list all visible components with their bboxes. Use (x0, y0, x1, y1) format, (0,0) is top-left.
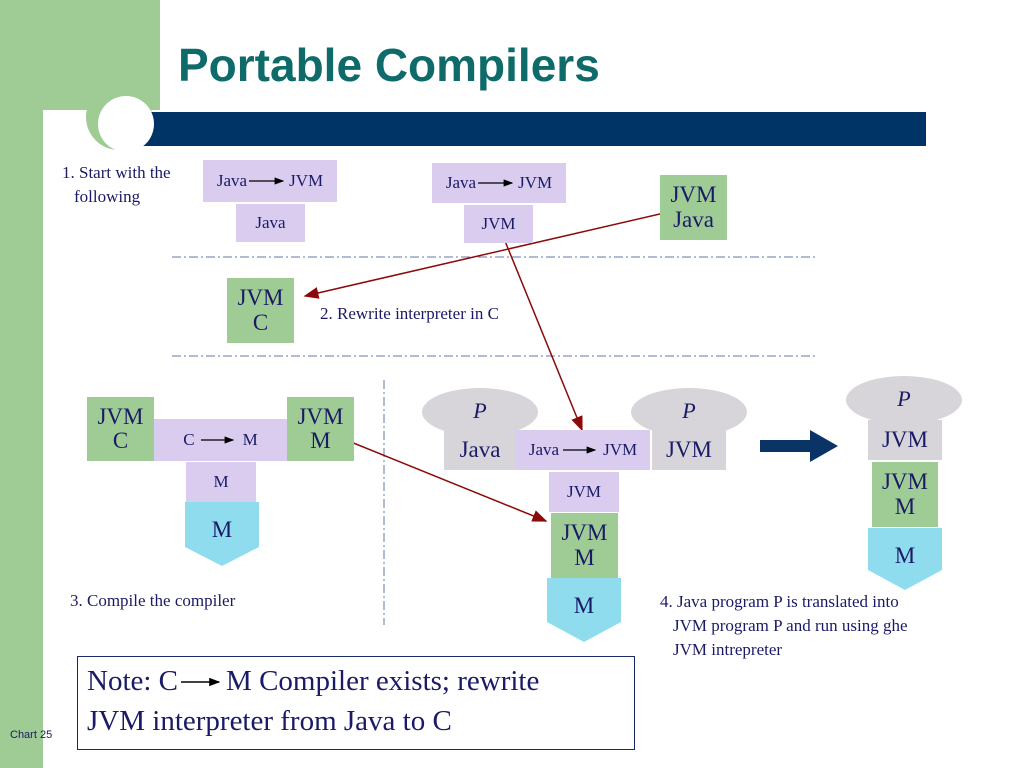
header-curve-inner (98, 96, 154, 152)
arrow-interp-to-c (303, 209, 678, 299)
step4-program-p2-label: P (682, 398, 696, 424)
step3-label: 3. Compile the compiler (70, 591, 236, 610)
interpreter-jvm-c: JVM C (227, 278, 294, 343)
step4-translator-target: JVM (603, 440, 638, 460)
tdiagram-java-jvm-impl: Java (236, 204, 305, 242)
interpreter-top-label: JVM (670, 182, 717, 208)
note-line1: Note: C M Compiler exists; rewrite (87, 665, 539, 698)
tdiagram2-source: Java (445, 173, 477, 193)
arrow-jvm-to-translator (493, 213, 583, 432)
machine-shape-step4 (547, 578, 621, 642)
tdiagram2-target: JVM (518, 173, 553, 193)
result-program-p-label: P (897, 386, 911, 412)
interpreter-c-bottom-label: C (252, 309, 269, 335)
tdiagram2-arrow (478, 179, 514, 187)
step4-program-jvm: JVM (652, 430, 726, 470)
program-ellipse-java (422, 388, 538, 436)
step4-translator-source: Java (528, 440, 560, 460)
step4-translator-impl: JVM (549, 472, 619, 512)
tdiagram-target: JVM (289, 171, 324, 191)
tdiagram-source: Java (216, 171, 248, 191)
result-machine-label: M (894, 542, 916, 568)
interpreter-jvm-java: JVM Java (660, 175, 727, 240)
step3-interp-top: JVM (97, 403, 144, 429)
interpreter-c-top-label: JVM (237, 285, 284, 311)
note-line1-post: M Compiler exists; rewrite (226, 665, 540, 697)
step4-machine-label: M (573, 592, 595, 618)
tdiagram2-impl: JVM (464, 205, 533, 243)
interpreter-bottom-label: Java (673, 206, 714, 232)
step3-compiler-target: M (242, 430, 258, 450)
step3-result-bottom: M (310, 428, 331, 453)
step3-result-jvm-m: JVM M (287, 397, 354, 461)
slide-title: Portable Compilers (178, 39, 600, 91)
program-ellipse-jvm (631, 388, 747, 436)
result-interp-jvm-m: JVM M (872, 462, 938, 527)
step2-label: 2. Rewrite interpreter in C (320, 304, 499, 323)
tdiagram-arrow (249, 177, 285, 185)
step3-compiler-arrow (200, 436, 234, 444)
note-box: Note: C M Compiler exists; rewrite JVM i… (77, 656, 635, 750)
step4-program-p-label: P (473, 398, 487, 424)
step1-label-line2: following (74, 187, 141, 206)
arrow-compiled-interp (340, 437, 548, 522)
machine-shape-result (868, 528, 942, 590)
step4-interp-jvm-m: JVM M (551, 513, 618, 578)
program-ellipse-result (846, 376, 962, 424)
step4-label-line1: 4. Java program P is translated into (660, 592, 899, 611)
step1-label-line1: 1. Start with the (62, 163, 171, 182)
step3-compiler-impl: M (186, 462, 256, 502)
result-interp-top: JVM (881, 469, 928, 495)
step4-label-line2: JVM program P and run using ghe (673, 616, 908, 635)
note-line1-pre: Note: C (87, 665, 179, 697)
slide-footer: Chart 25 (10, 729, 53, 741)
step4-translator-top: Java JVM (516, 430, 650, 470)
step3-interp-bottom: C (112, 428, 129, 453)
step3-compiler-source: C (183, 430, 195, 450)
step4-interp-bottom: M (574, 544, 595, 570)
result-program-jvm: JVM (868, 420, 942, 460)
step3-compiler-top: C M (154, 419, 287, 461)
tdiagram2-top: Java JVM (432, 163, 566, 203)
tdiagram-java-jvm-top: Java JVM (203, 160, 337, 202)
note-line2: JVM interpreter from Java to C (87, 705, 452, 737)
step4-interp-top: JVM (561, 520, 608, 546)
step3-machine-label: M (211, 516, 233, 542)
step4-label-line3: JVM intrepreter (673, 640, 783, 659)
step4-translator-arrow (563, 446, 597, 454)
result-interp-bottom: M (894, 493, 916, 519)
left-accent-bar (0, 0, 43, 768)
result-arrow (760, 430, 838, 462)
note-arrow (181, 677, 221, 686)
step4-program-java: Java (444, 430, 516, 470)
header-bar (100, 112, 926, 146)
step3-interp-jvm-c: JVM C (87, 397, 154, 461)
step3-result-top: JVM (297, 403, 344, 429)
machine-shape-step3 (185, 502, 259, 566)
